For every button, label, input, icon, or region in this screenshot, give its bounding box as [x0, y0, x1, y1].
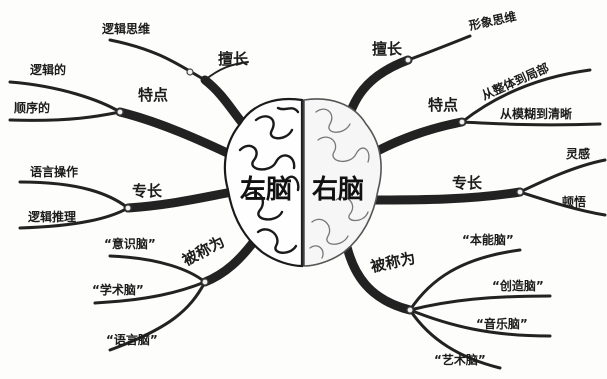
- right-skill-branch: [340, 34, 472, 135]
- left-trait-item: 顺序的: [14, 100, 50, 115]
- right-trait-node: [458, 118, 466, 126]
- center-right-title: 右脑: [312, 175, 364, 205]
- brain-illustration: [223, 98, 382, 268]
- left-skill-label: 擅长: [218, 50, 249, 68]
- right-specialty-branch: [367, 158, 607, 217]
- right-specialty-node: [516, 188, 524, 196]
- left-specialty-branch: [18, 180, 237, 230]
- right-hemisphere: [303, 98, 382, 267]
- left-specialty-label: 专长: [132, 182, 163, 200]
- left-specialty-item: 逻辑推理: [28, 209, 76, 224]
- left-hemisphere: [223, 98, 304, 268]
- right-called-label: 被称为: [369, 249, 417, 276]
- right-trait-label: 特点: [428, 96, 458, 114]
- right-specialty-label: 专长: [452, 174, 483, 192]
- right-skill-node: [404, 56, 412, 64]
- left-trait-node: [116, 108, 124, 116]
- right-called-item: “创造脑”: [492, 278, 544, 293]
- right-called-item: “本能脑”: [462, 232, 514, 247]
- right-specialty-item: 灵感: [566, 146, 590, 161]
- right-skill-item: 形象思维: [468, 8, 518, 33]
- left-called-item: “意识脑”: [104, 236, 156, 251]
- right-called-item: “艺术脑”: [434, 352, 486, 367]
- left-trait-label: 特点: [138, 86, 168, 104]
- right-specialty-item: 顿悟: [562, 194, 586, 209]
- left-specialty-item: 语言操作: [30, 164, 78, 179]
- left-called-item: “学术脑”: [92, 282, 144, 297]
- right-called-node: [406, 306, 414, 314]
- left-trait-branch: [8, 80, 243, 163]
- left-called-branch: [93, 235, 260, 352]
- right-trait-item: 从模糊到清晰: [500, 106, 572, 121]
- left-called-item: “语言脑”: [106, 332, 158, 347]
- left-called-node: [201, 278, 209, 286]
- left-called-label: 被称为: [179, 233, 227, 270]
- center-left-title: 左脑: [240, 175, 292, 205]
- left-skill-node: [186, 68, 194, 76]
- right-called-item: “音乐脑”: [476, 316, 528, 331]
- left-trait-item: 逻辑的: [30, 62, 66, 77]
- left-skill-item: 逻辑思维: [102, 21, 150, 36]
- right-skill-label: 擅长: [372, 40, 403, 58]
- left-specialty-node: [124, 204, 132, 212]
